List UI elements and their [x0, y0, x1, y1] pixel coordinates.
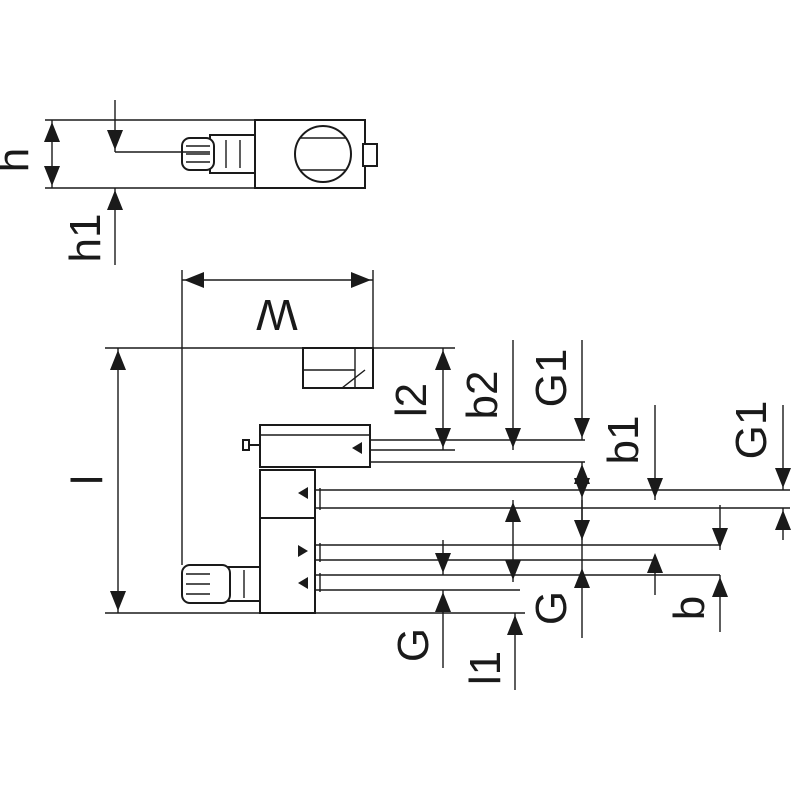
front-view: W l l2 b2 G1 b1 G1 [63, 270, 791, 690]
label-h1: h1 [61, 214, 110, 263]
valve-block-lower [259, 517, 316, 614]
label-g-right: G [527, 591, 576, 625]
top-view-side-nub [362, 143, 378, 167]
top-view-pipe-circle [294, 125, 352, 183]
label-w: W [256, 290, 298, 339]
label-h: h [0, 148, 38, 172]
top-view: h h1 [0, 100, 378, 265]
label-g-left: G [389, 628, 438, 662]
top-view-valve-body [209, 134, 256, 174]
label-g1-top: G1 [527, 349, 576, 408]
h1-arrow-bottom [107, 190, 123, 210]
label-b1: b1 [599, 416, 648, 465]
h-arrow-bottom [44, 166, 60, 186]
label-l: l [63, 475, 112, 485]
w-arrow-right [351, 272, 371, 288]
label-b2: b2 [458, 371, 507, 420]
valve-block-top [259, 424, 371, 468]
h1-arrow-top [107, 130, 123, 150]
upper-bracket [302, 347, 374, 389]
label-l2: l2 [387, 383, 436, 417]
l-arrow-bottom [110, 591, 126, 611]
h-arrow-top [44, 122, 60, 142]
label-b: b [665, 596, 714, 620]
w-arrow-left [184, 272, 204, 288]
label-l1: l1 [461, 651, 510, 685]
label-g1-right: G1 [727, 401, 776, 460]
l-arrow-top [110, 350, 126, 370]
